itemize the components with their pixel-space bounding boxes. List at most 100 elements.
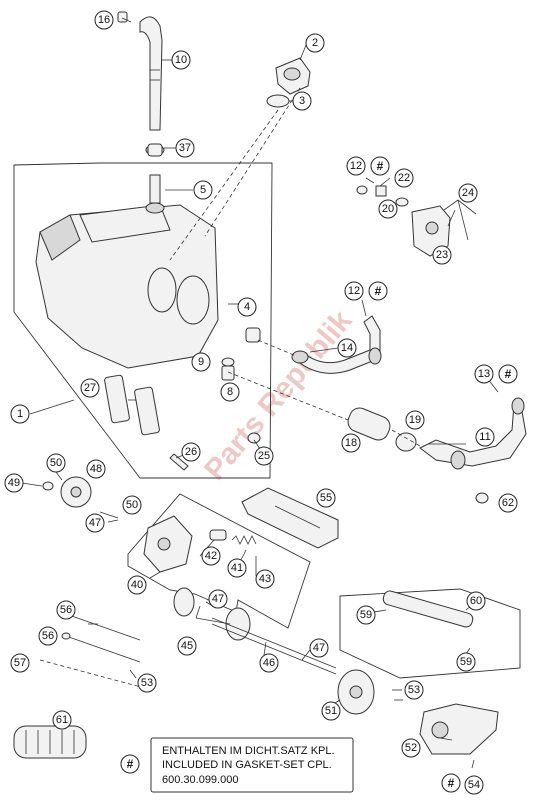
callout-label: 53 [408, 684, 420, 696]
callout-circle [175, 138, 195, 158]
callout-c59b: 59 [456, 652, 476, 672]
shaft-46 [211, 617, 337, 675]
callout-circle [458, 183, 478, 203]
callout-circle [344, 281, 364, 301]
callout-c41: 41 [227, 558, 247, 578]
callout-label: 41 [231, 562, 243, 574]
callout-circle [127, 575, 147, 595]
callout-circle [52, 710, 72, 730]
screw-26 [169, 453, 189, 471]
cover-55 [241, 487, 339, 549]
gasket-19 [395, 432, 417, 452]
callout-c16: 16 [94, 10, 114, 30]
callout-label: 48 [90, 463, 102, 475]
callout-c8: 8 [220, 382, 240, 402]
callout-circle [237, 297, 257, 317]
callout-circle [404, 680, 424, 700]
bracket-23 [411, 205, 451, 257]
callout-circle [85, 513, 105, 533]
callout-label: 24 [462, 187, 474, 199]
note-line-1: ENTHALTEN IM DICHT.SATZ KPL. [162, 745, 335, 757]
callout-label: 46 [263, 657, 275, 669]
oil-hose-14 [291, 315, 382, 374]
callout-c25: 25 [254, 446, 274, 466]
callout-c3: 3 [292, 91, 312, 111]
gasket-set-note: ENTHALTEN IM DICHT.SATZ KPL. INCLUDED IN… [150, 737, 354, 793]
callout-label: 12 [350, 160, 362, 172]
callout-c43: 43 [255, 569, 275, 589]
callout-circle [10, 404, 30, 424]
callout-c61: 61 [52, 710, 72, 730]
bolts-56-57 [39, 610, 153, 691]
callout-circle [137, 673, 157, 693]
pressure-valve-42 [209, 529, 257, 545]
callout-c24: 24 [458, 183, 478, 203]
callout-circle [305, 33, 325, 53]
callout-label: 47 [212, 593, 224, 605]
callout-label: 56 [42, 630, 54, 642]
oil-tank-1 [35, 174, 219, 369]
callout-circle [191, 352, 211, 372]
callout-circle [405, 410, 425, 430]
note-line-3: 600.30.099.000 [162, 774, 238, 786]
callout-circle [10, 653, 30, 673]
callout-label: 18 [345, 437, 357, 449]
callout-c60: 60 [466, 591, 486, 611]
clamp-37 [145, 143, 165, 157]
callout-c53a: 53 [137, 673, 157, 693]
callout-c50a: 50 [46, 453, 66, 473]
callout-circle [94, 10, 114, 30]
pump-cover-52 [419, 703, 499, 755]
callout-circle [86, 459, 106, 479]
callout-c18: 18 [341, 433, 361, 453]
callout-circle [46, 453, 66, 473]
callout-c13: 13 [474, 364, 494, 384]
screw-62 [475, 492, 489, 504]
callout-c54: 54 [464, 775, 484, 795]
callout-circle [171, 50, 191, 70]
callout-label: 60 [470, 595, 482, 607]
callout-c48: 48 [86, 459, 106, 479]
callout-circle [498, 364, 518, 384]
callout-c19: 19 [405, 410, 425, 430]
callout-circle [370, 156, 390, 176]
callout-c27: 27 [80, 378, 100, 398]
pump-housing-40 [143, 515, 193, 573]
callout-c1: 1 [10, 404, 30, 424]
callout-circle [208, 589, 228, 609]
callout-circle [316, 488, 336, 508]
callout-c10: 10 [171, 50, 191, 70]
callout-label: 26 [185, 446, 197, 458]
screw-cap-2 [266, 57, 311, 108]
callout-circle [394, 168, 414, 188]
callout-label: 37 [179, 142, 191, 154]
oil-tube-frame [339, 588, 521, 679]
callout-label: 4 [244, 301, 250, 313]
callout-circle [464, 775, 484, 795]
callout-label: 11 [479, 431, 490, 443]
callout-label: # [448, 776, 455, 790]
callout-c56a: 56 [56, 600, 76, 620]
oil-tube-60 [382, 590, 474, 628]
callout-label: 13 [478, 368, 490, 380]
callout-circle [181, 442, 201, 462]
filter-18 [347, 407, 391, 441]
note-hash-symbol: # [127, 757, 134, 771]
callout-label: 47 [313, 642, 325, 654]
callout-circle [432, 245, 452, 265]
callout-c26: 26 [181, 442, 201, 462]
callout-circle [401, 738, 421, 758]
callout-label: # [375, 284, 382, 298]
callout-label: 12 [348, 285, 360, 297]
callout-circle [309, 638, 329, 658]
callout-circle [292, 91, 312, 111]
callout-label: 59 [360, 609, 372, 621]
fitting-4 [245, 327, 261, 343]
screw-25 [247, 432, 261, 444]
leader-lines [21, 17, 499, 769]
callout-label: 45 [181, 640, 193, 652]
callout-label: 42 [205, 550, 217, 562]
callout-label: 9 [198, 356, 204, 368]
callout-label: 5 [200, 184, 206, 196]
callout-circle [177, 636, 197, 656]
